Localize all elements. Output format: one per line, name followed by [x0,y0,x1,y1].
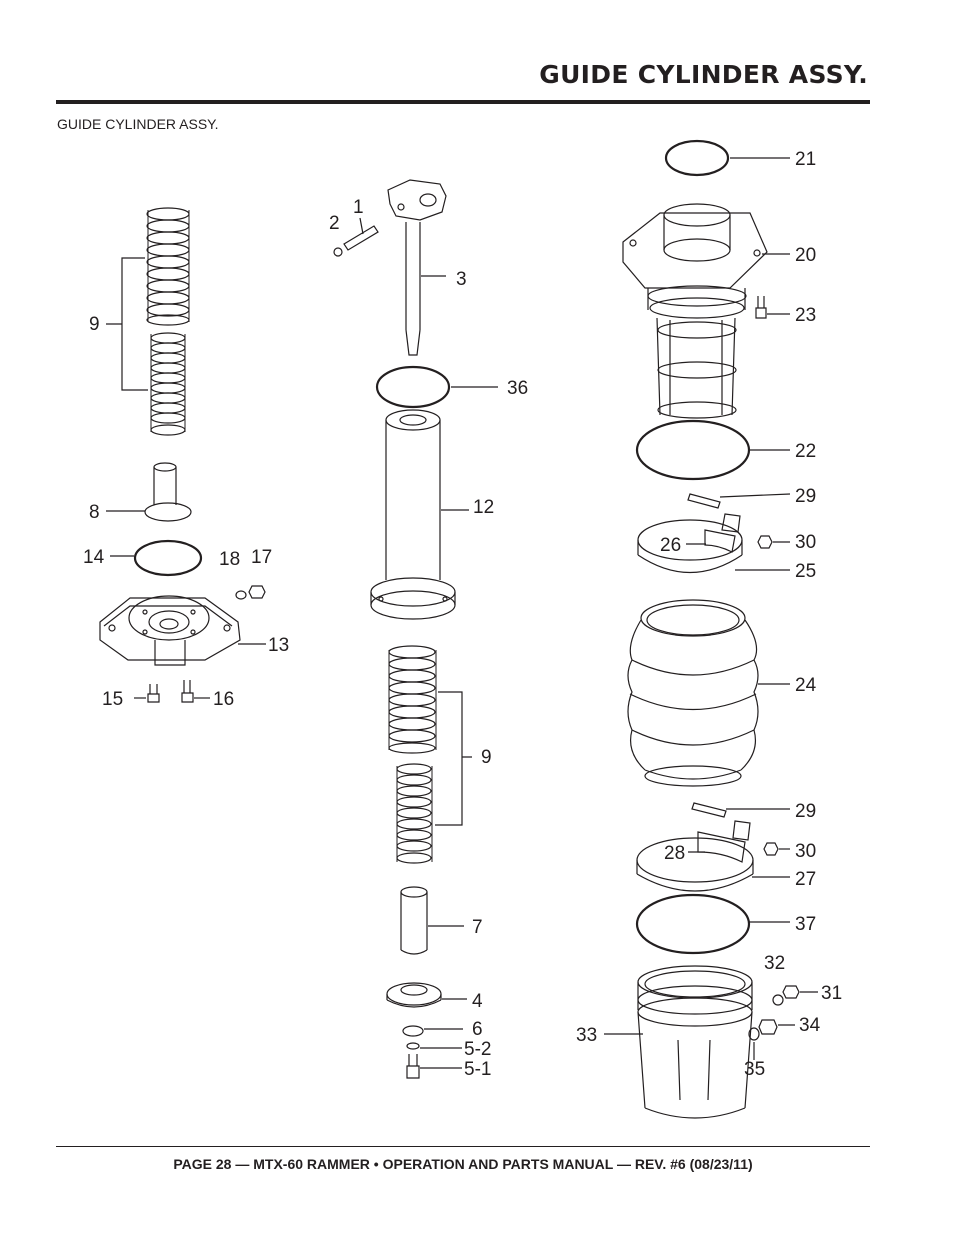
washer-35 [748,1027,760,1041]
callout-5-1: 5-1 [464,1059,491,1080]
pin-1 [343,225,379,251]
callout-5-2: 5-2 [464,1039,491,1060]
callout-21: 21 [795,149,816,170]
washer-18 [235,590,247,600]
o-ring-37 [635,893,751,955]
callout-29-top: 29 [795,486,816,507]
page-title: GUIDE CYLINDER ASSY. [539,60,868,89]
callout-35: 35 [744,1059,765,1080]
o-ring-22 [635,419,751,481]
callout-9-center: 9 [481,747,492,768]
callout-8: 8 [89,502,100,523]
callout-15: 15 [102,689,123,710]
bolt-16 [181,680,194,703]
clamp-band-25 [637,513,743,573]
page-footer: PAGE 28 — MTX-60 RAMMER • OPERATION AND … [173,1156,753,1172]
o-ring-14 [133,539,203,577]
callout-13: 13 [268,635,289,656]
bolt-15 [147,684,160,703]
leader-29-top [719,493,791,498]
callout-1: 1 [353,197,364,218]
callout-22: 22 [795,441,816,462]
callout-9-left: 9 [89,314,100,335]
callout-26: 26 [660,535,681,556]
base-plate-13 [99,595,241,666]
bracket-9-left [106,257,148,391]
callout-30-top: 30 [795,532,816,553]
o-ring-21 [664,139,730,177]
bolt-23 [755,296,767,319]
nut-17 [248,585,266,599]
callout-16: 16 [213,689,234,710]
diagram-subtitle: GUIDE CYLINDER ASSY. [57,116,219,132]
callout-31: 31 [821,983,842,1004]
callout-2: 2 [329,213,340,234]
guide-rod-3 [387,179,447,356]
callout-6: 6 [472,1019,483,1040]
callout-23: 23 [795,305,816,326]
callout-3: 3 [456,269,467,290]
bellows-24 [627,599,759,787]
bolt-5-1 [406,1054,420,1079]
clamp-band-27 [636,820,754,892]
callout-32: 32 [764,953,785,974]
plug-34 [758,1019,778,1035]
title-rule [56,100,870,104]
washer-32 [772,994,784,1006]
nut-30-top [757,535,773,549]
callout-14: 14 [83,547,105,568]
lower-housing-33 [637,965,753,1119]
callout-4: 4 [472,991,483,1012]
callout-30-bottom: 30 [795,841,816,862]
spring-9-left-upper [146,207,190,326]
callout-33: 33 [576,1025,597,1046]
callout-24: 24 [795,675,817,696]
callout-29-bottom: 29 [795,801,816,822]
callout-34: 34 [799,1015,821,1036]
nut-30-bottom [763,842,779,856]
callout-17: 17 [251,547,272,568]
callout-37: 37 [795,914,816,935]
callout-7: 7 [472,917,483,938]
spring-9-center-upper [388,645,437,754]
spring-9-center-lower [396,763,433,864]
plug-31 [782,985,800,999]
bolt-29-top [687,493,721,509]
callout-27: 27 [795,869,816,890]
callout-18: 18 [219,549,240,570]
washer-6 [402,1025,424,1037]
callout-28: 28 [664,843,685,864]
guide-cylinder-12 [370,409,456,620]
callout-36: 36 [507,378,528,399]
sleeve-7 [400,886,428,955]
spring-9-left-lower [150,332,186,436]
callout-12: 12 [473,497,494,518]
spring-seat-4 [386,982,442,1008]
cap-2 [333,247,343,257]
spring-seat-8 [144,462,192,522]
bracket-9-center [435,691,472,826]
lock-washer-5-2 [406,1042,420,1050]
footer-rule [56,1146,870,1147]
upper-housing-20 [622,203,768,419]
callout-25: 25 [795,561,816,582]
callout-20: 20 [795,245,816,266]
leader-1 [359,217,364,235]
bolt-29-bottom [691,802,727,818]
o-ring-36 [375,365,451,409]
